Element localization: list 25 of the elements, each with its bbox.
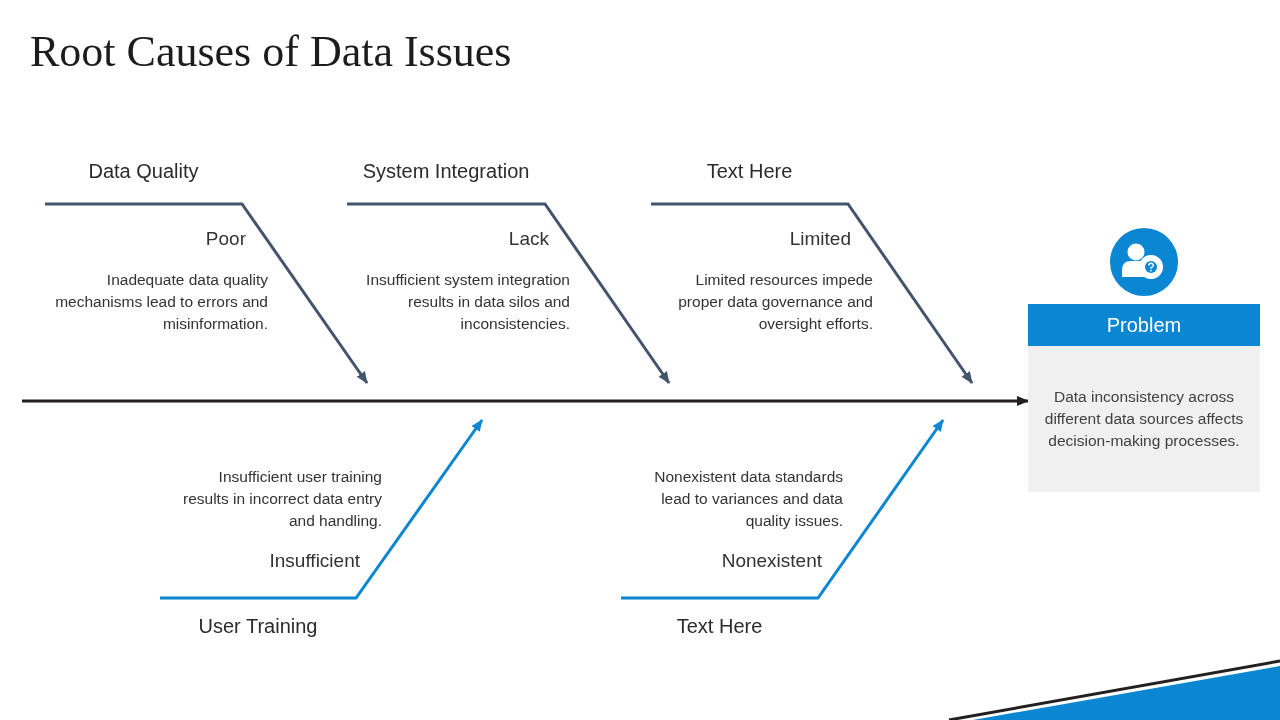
cause-description: Nonexistent data standards lead to variances and data quality issues. — [653, 467, 843, 531]
bone-arrow — [45, 202, 369, 384]
bone-arrow — [621, 419, 945, 600]
cause-label: Lack — [507, 227, 549, 251]
cause-description: Inadequate data quality mechanisms lead to errors and misinformation. — [54, 270, 268, 334]
category-heading: System Integration — [347, 159, 545, 204]
slide-title: Root Causes of Data Issues — [30, 26, 512, 78]
problem-description: Data inconsistency across different data sources affects decision-making processes. — [1043, 387, 1245, 451]
problem-box — [1028, 304, 1260, 492]
cause-description: Insufficient user training results in incorrect data entry and handling. — [182, 467, 382, 531]
bone-arrow — [160, 419, 484, 600]
category-heading: Text Here — [651, 159, 848, 204]
problem-header: Problem — [1028, 304, 1260, 346]
bone-arrow — [651, 202, 974, 384]
cause-description: Insufficient system integration results in data silos and inconsistencies. — [365, 270, 570, 334]
cause-label: Limited — [788, 227, 851, 251]
bone-arrow — [347, 202, 671, 384]
cause-label: Insufficient — [268, 549, 360, 573]
cause-label: Nonexistent — [720, 549, 822, 573]
category-heading: User Training — [160, 598, 356, 638]
cause-label: Poor — [204, 227, 246, 251]
category-heading: Data Quality — [45, 159, 242, 204]
category-heading: Text Here — [621, 598, 818, 638]
cause-description: Limited resources impede proper data governance and oversight efforts. — [677, 270, 873, 334]
spine-arrow — [22, 396, 1029, 406]
